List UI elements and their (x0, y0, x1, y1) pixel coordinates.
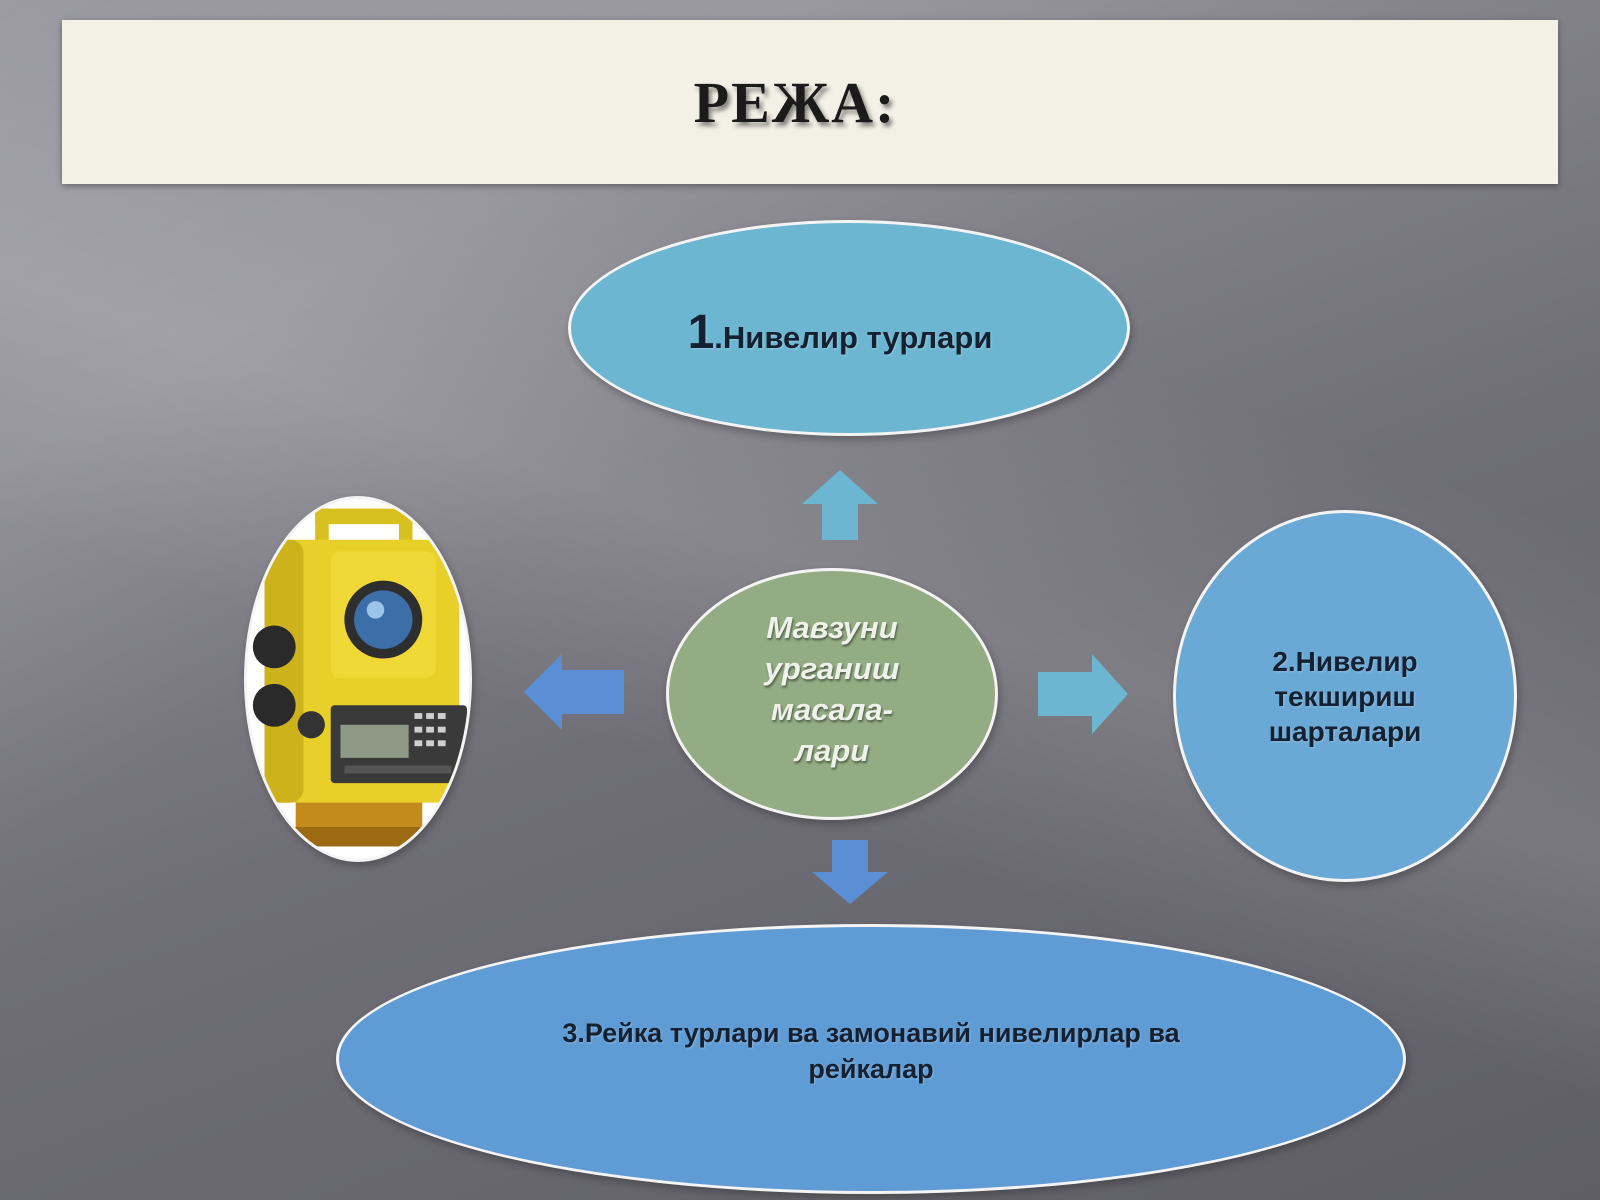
center-topic-ellipse: Мавзуни урганиш масала- лари (666, 568, 998, 820)
center-line: лари (794, 733, 870, 768)
center-topic-label: Мавзуни урганиш масала- лари (765, 607, 900, 771)
topic-1-ellipse: 1.Нивелир турлари (568, 220, 1130, 436)
topic-2-line: текшириш (1274, 680, 1416, 712)
up-arrow-icon (802, 470, 878, 540)
total-station-photo (244, 496, 472, 862)
topic-1-text: .Нивелир турлари (714, 319, 993, 355)
topic-2-label: 2.Нивелир текшириш шарталари (1269, 644, 1422, 749)
topic-1-number: 1 (687, 305, 715, 359)
topic-2-line: шарталари (1268, 715, 1422, 747)
topic-3-line: рейкалар (808, 1054, 934, 1084)
center-line: урганиш (764, 651, 900, 686)
page-title: РЕЖА: (693, 69, 897, 135)
topic-2-ellipse: 2.Нивелир текшириш шарталари (1173, 510, 1517, 882)
center-line: масала- (771, 692, 893, 727)
left-arrow-icon (524, 654, 624, 730)
topic-3-label: 3.Рейка турлари ва замонавий нивелирлар … (491, 1015, 1251, 1087)
down-arrow-icon (812, 840, 888, 904)
center-line: Мавзуни (766, 610, 898, 645)
total-station-illustration (247, 500, 469, 858)
title-bar: РЕЖА: (62, 20, 1558, 184)
topic-2-line: 2.Нивелир (1272, 645, 1418, 677)
topic-1-label: 1.Нивелир турлари (688, 305, 993, 360)
topic-3-ellipse: 3.Рейка турлари ва замонавий нивелирлар … (336, 924, 1406, 1194)
right-arrow-icon (1038, 654, 1128, 734)
topic-3-line: 3.Рейка турлари ва замонавий нивелирлар … (562, 1018, 1180, 1048)
